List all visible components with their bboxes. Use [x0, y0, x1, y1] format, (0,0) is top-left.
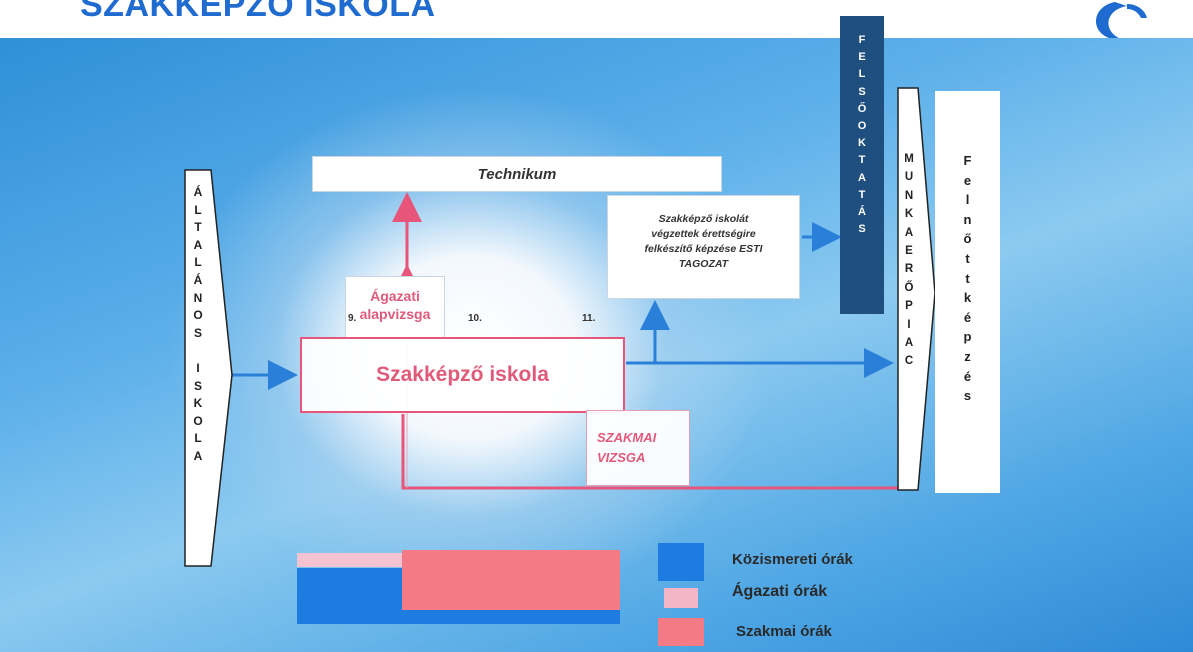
agazati-line-1: Ágazati — [370, 288, 420, 304]
agazati-line-2: alapvizsga — [359, 306, 431, 322]
vertical-letter: n — [963, 211, 972, 227]
vertical-letter: L — [194, 255, 202, 270]
vertical-letter: Á — [193, 185, 203, 199]
vertical-letter: P — [905, 300, 913, 313]
vertical-letter: S — [193, 325, 202, 340]
vertical-letter: l — [965, 192, 970, 208]
vertical-letter: L — [858, 68, 866, 81]
vertical-letter: t — [965, 250, 970, 266]
vertical-letter: F — [963, 153, 972, 168]
year-label-10: 10. — [468, 313, 482, 324]
vertical-letter: A — [904, 337, 914, 350]
vertical-letter: t — [965, 270, 970, 286]
vertical-letter: Ő — [904, 281, 914, 294]
agazati-vizsga-box: Ágazati alapvizsga — [345, 276, 445, 338]
legend-swatch-agazati — [664, 588, 698, 608]
vertical-letter: A — [193, 448, 203, 463]
vertical-letter: E — [858, 51, 866, 64]
bar-kozismereti — [297, 568, 402, 624]
technikum-box: Technikum — [312, 156, 722, 192]
diagram-connectors — [184, 87, 936, 624]
vertical-letter: K — [193, 396, 203, 411]
vertical-letter: K — [858, 137, 866, 150]
legend-swatch-kozismereti — [658, 543, 704, 581]
esti-line-4: TAGOZAT — [678, 258, 729, 270]
vertical-letter: e — [963, 172, 972, 188]
vertical-letter: F — [858, 34, 866, 46]
vertical-letter: é — [963, 309, 972, 325]
year-label-11: 11. — [582, 313, 596, 324]
esti-line-3: felkészítő képzése ESTI — [644, 243, 763, 255]
vertical-letter: A — [904, 226, 914, 239]
vertical-letter: C — [904, 355, 914, 368]
bar-szakmai — [402, 550, 620, 610]
vertical-letter: O — [857, 120, 867, 133]
bar-agazati-light — [297, 553, 402, 567]
vizsga-loop-line — [401, 414, 900, 490]
vertical-letter: A — [193, 237, 203, 252]
vertical-letter: z — [964, 348, 971, 364]
vertical-letter: s — [963, 388, 972, 404]
vertical-letter: Á — [193, 272, 203, 287]
bar-kozismereti-strip — [402, 610, 620, 624]
vertical-letter: O — [193, 413, 203, 428]
diagram-stage: Technikum Ágazati alapvizsga Szakképző i… — [0, 16, 1193, 652]
year-label-9: 9. — [348, 313, 357, 324]
vertical-letter: T — [194, 220, 202, 235]
vertical-letter: A — [858, 171, 866, 184]
szakmai-line-2: VIZSGA — [597, 450, 646, 465]
vertical-letter: M — [904, 153, 914, 165]
vertical-letter: Ő — [857, 102, 867, 115]
vertical-letter: O — [193, 308, 203, 323]
vertical-letter: I — [196, 360, 200, 375]
logo-icon — [1096, 2, 1147, 38]
esti-tagozat-box: Szakképző iskolát végzettek érettségire … — [607, 195, 800, 299]
szakkepzo-iskola-box: Szakképző iskola — [300, 337, 625, 413]
vertical-letter: N — [904, 189, 914, 202]
szakmai-vizsga-box: SZAKMAI VIZSGA — [586, 410, 690, 486]
vertical-letter: N — [193, 290, 203, 305]
vertical-letter: S — [193, 378, 202, 393]
vertical-letter: L — [194, 202, 202, 217]
vertical-letter: E — [905, 245, 913, 258]
vertical-letter: p — [963, 329, 972, 345]
vertical-letter: S — [858, 85, 866, 98]
esti-line-1: Szakképző iskolát — [658, 213, 749, 225]
page-title: SZAKKÉPZŐ ISKOLA — [80, 0, 436, 24]
szakmai-line-1: SZAKMAI — [597, 430, 657, 445]
vertical-letter: é — [963, 368, 972, 384]
vertical-letter: R — [904, 263, 914, 276]
vertical-letter: ő — [963, 231, 972, 247]
legend-label-kozismereti: Közismereti órák — [732, 551, 853, 568]
munkaeropiac-chevron — [897, 87, 936, 491]
vertical-letter: T — [858, 154, 866, 167]
vertical-letter: K — [904, 208, 914, 221]
vertical-letter: U — [904, 171, 914, 184]
legend-label-agazati: Ágazati órák — [732, 583, 828, 600]
vertical-letter: L — [194, 431, 202, 446]
altalanos-chevron — [184, 169, 233, 567]
legend-label-szakmai: Szakmai órák — [736, 623, 832, 640]
legend-swatch-szakmai — [658, 618, 704, 646]
vertical-letter — [187, 342, 209, 360]
vertical-letter: I — [907, 318, 911, 331]
vertical-letter: Á — [858, 206, 866, 219]
vertical-letter: T — [858, 188, 866, 201]
vertical-letter: S — [858, 223, 866, 236]
esti-line-2: végzettek érettségire — [651, 228, 756, 240]
vertical-letter: k — [963, 290, 972, 306]
